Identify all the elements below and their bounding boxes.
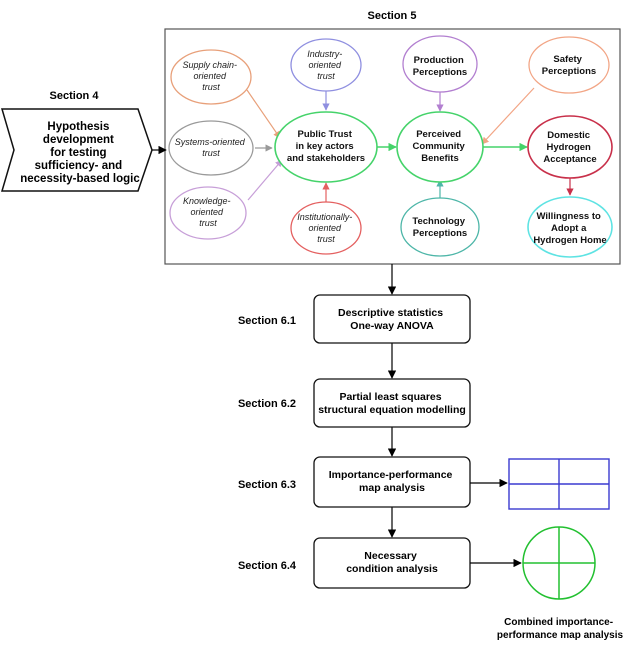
hypothesis-shape <box>0 108 153 192</box>
section-6-3-label: Section 6.3 <box>238 479 296 491</box>
section-6-1-label: Section 6.1 <box>238 315 296 327</box>
step-box-6-2 <box>313 378 471 428</box>
node-knowledge-trust <box>169 186 247 240</box>
step-6-1-text: Descriptive statistics One-way ANOVA <box>338 307 446 332</box>
node-safety-perceptions-label: Safety Perceptions <box>542 54 596 77</box>
node-systems-trust-label: Systems-oriented trust <box>175 137 248 158</box>
node-supply-chain-trust-label: Supply chain- oriented trust <box>182 60 239 92</box>
node-systems-trust <box>168 120 254 176</box>
node-community-benefits-label: Perceived Community Benefits <box>413 129 468 164</box>
step-6-4-text: Necessary condition analysis <box>346 550 438 575</box>
step-6-3-text: Importance-performance map analysis <box>329 469 456 494</box>
node-willingness-adopt-label: Willingness to Adopt a Hydrogen Home <box>533 211 606 246</box>
arrow-safety-to-community <box>481 87 535 145</box>
step-6-2-text: Partial least squares structural equatio… <box>318 391 466 416</box>
node-supply-chain-trust <box>170 49 252 105</box>
node-knowledge-trust-label: Knowledge- oriented trust <box>183 196 233 228</box>
node-community-benefits <box>396 111 484 183</box>
section-4-label: Section 4 <box>50 90 100 102</box>
step-box-6-3 <box>313 456 471 508</box>
combined-caption: Combined importance- performance map ana… <box>497 617 624 641</box>
node-production-perceptions <box>402 35 478 93</box>
hypothesis-text: Hypothesis development for testing suffi… <box>20 121 140 185</box>
node-institutional-trust <box>290 201 362 255</box>
node-technology-perceptions <box>400 197 480 257</box>
node-industry-trust <box>290 38 362 92</box>
section-6-4-label: Section 6.4 <box>238 560 297 572</box>
node-technology-perceptions-label: Technology Perceptions <box>412 216 467 239</box>
node-domestic-acceptance <box>527 115 613 179</box>
node-public-trust <box>274 111 378 183</box>
arrow-knowledge-to-trust <box>247 159 283 201</box>
step-box-6-1 <box>313 294 471 344</box>
node-willingness-adopt <box>527 196 613 258</box>
section-5-label: Section 5 <box>368 10 417 22</box>
node-public-trust-label: Public Trust in key actors and stakehold… <box>287 129 365 164</box>
section-6-2-label: Section 6.2 <box>238 398 296 410</box>
arrow-supply-to-trust <box>246 89 281 139</box>
node-domestic-acceptance-label: Domestic Hydrogen Acceptance <box>543 130 596 165</box>
node-production-perceptions-label: Production Perceptions <box>413 55 467 78</box>
node-industry-trust-label: Industry- oriented trust <box>307 49 345 81</box>
node-institutional-trust-label: Institutionally- oriented trust <box>297 212 355 244</box>
node-safety-perceptions <box>528 36 610 94</box>
